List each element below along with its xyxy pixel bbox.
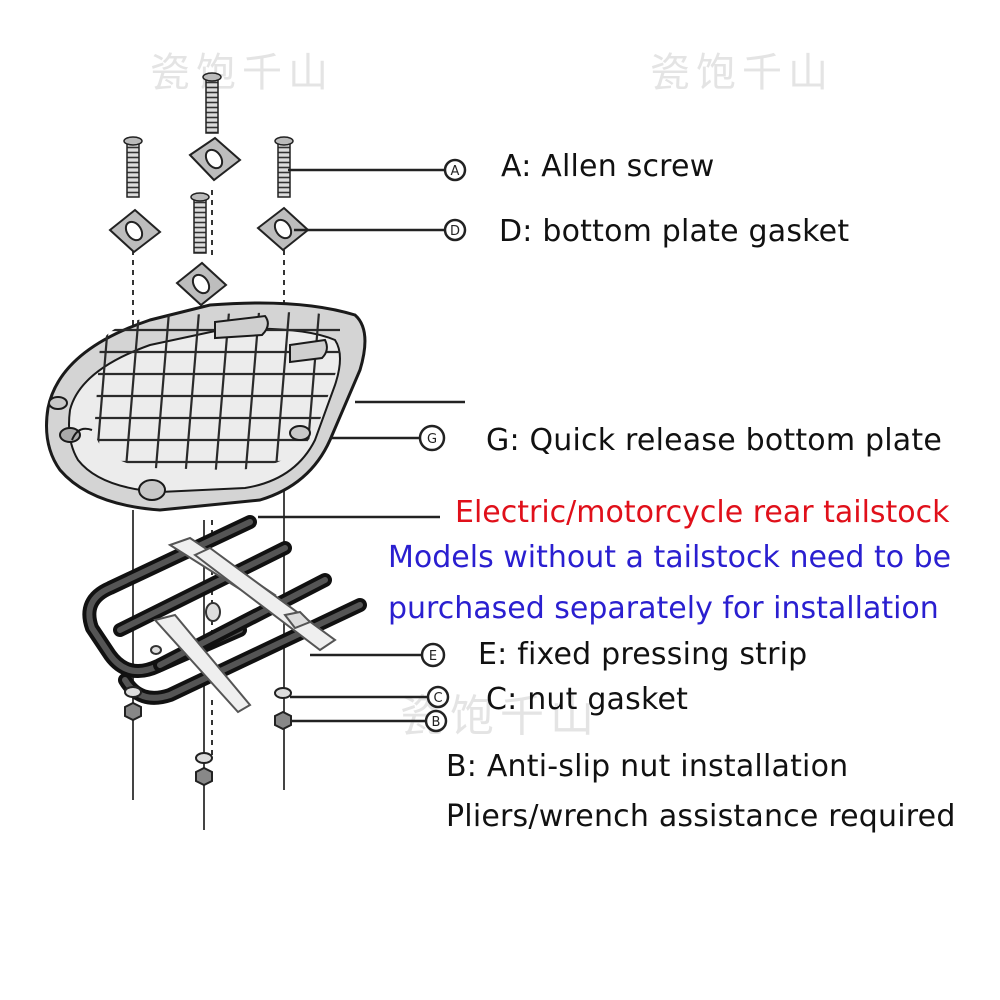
callout-g-marker: G xyxy=(418,424,446,452)
svg-text:C: C xyxy=(433,691,442,706)
label-quick-release-bottom-plate: G: Quick release bottom plate xyxy=(486,423,943,458)
nut-gasket-icon xyxy=(124,686,292,764)
svg-text:B: B xyxy=(432,715,441,730)
callout-a-marker: A xyxy=(443,158,467,182)
leader-lines xyxy=(258,168,465,723)
svg-text:G: G xyxy=(427,432,437,447)
anti-slip-nut-icon xyxy=(124,701,292,787)
svg-text:D: D xyxy=(450,224,460,239)
allen-screw-icon xyxy=(190,192,210,254)
label-bottom-plate-gasket: D: bottom plate gasket xyxy=(499,214,850,249)
fixed-pressing-strip-icon xyxy=(150,536,337,714)
note-models-line1: Models without a tailstock need to be xyxy=(388,540,952,575)
callout-e-marker: E xyxy=(420,642,446,668)
callout-c-marker: C xyxy=(426,685,450,709)
label-fixed-pressing-strip: E: fixed pressing strip xyxy=(478,637,808,672)
note-pliers-wrench: Pliers/wrench assistance required xyxy=(446,799,956,834)
label-nut-gasket: C: nut gasket xyxy=(486,682,689,717)
svg-text:A: A xyxy=(451,164,460,179)
svg-text:E: E xyxy=(429,649,437,664)
label-anti-slip-nut: B: Anti-slip nut installation xyxy=(446,749,849,784)
note-tailstock: Electric/motorcycle rear tailstock xyxy=(455,495,950,530)
note-models-line2: purchased separately for installation xyxy=(388,591,939,626)
bottom-plate-gasket-icon xyxy=(188,136,242,182)
quick-release-bottom-plate-icon xyxy=(45,301,367,512)
allen-screw-icon xyxy=(123,136,143,198)
allen-screw-icon xyxy=(274,136,294,198)
watermark: 瓷饱千山 xyxy=(150,50,334,96)
callout-d-marker: D xyxy=(443,218,467,242)
bottom-plate-gasket-icon xyxy=(175,261,228,307)
callout-b-marker: B xyxy=(424,709,448,733)
allen-screw-icon xyxy=(202,72,222,134)
motorcycle-rear-tailstock-icon xyxy=(82,515,367,705)
bottom-plate-gasket-icon xyxy=(108,208,162,254)
watermark: 瓷饱千山 xyxy=(650,50,834,96)
label-allen-screw: A: Allen screw xyxy=(501,149,715,184)
